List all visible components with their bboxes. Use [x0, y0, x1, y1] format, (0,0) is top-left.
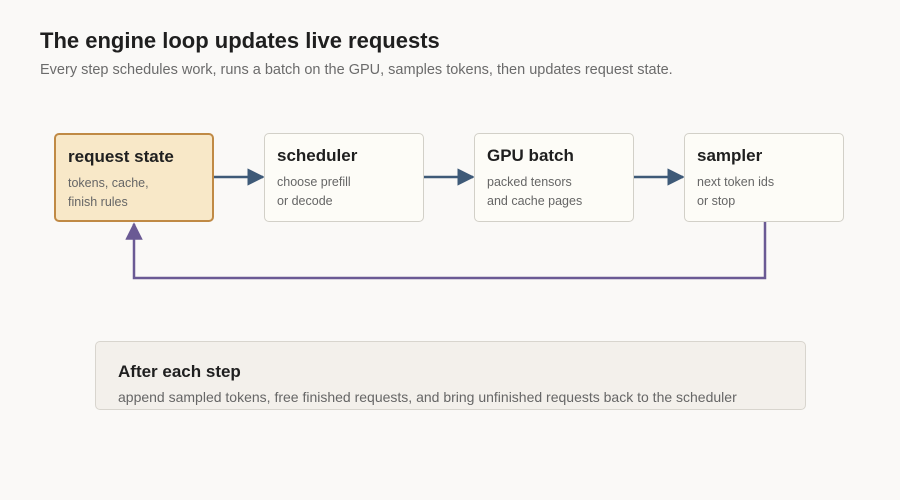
node-detail: next token ids [697, 175, 775, 189]
node-title: request state [68, 147, 174, 166]
summary-text: append sampled tokens, free finished req… [118, 389, 737, 405]
node-title: sampler [697, 146, 763, 165]
node-gpu-batch: GPU batch packed tensors and cache pages [474, 133, 634, 222]
node-detail: choose prefill [277, 175, 351, 189]
summary-box: After each step append sampled tokens, f… [95, 341, 806, 410]
node-scheduler: scheduler choose prefill or decode [264, 133, 424, 222]
loop-arrow-sampler-to-state [125, 222, 767, 280]
node-detail: packed tensors [487, 175, 572, 189]
node-detail: or stop [697, 194, 736, 208]
node-title: scheduler [277, 146, 358, 165]
node-request-state: request state tokens, cache, finish rule… [54, 133, 214, 222]
node-detail: finish rules [68, 195, 128, 209]
diagram-title: The engine loop updates live requests [40, 28, 440, 53]
node-detail: and cache pages [487, 194, 583, 208]
summary-title: After each step [118, 362, 241, 381]
diagram-subtitle: Every step schedules work, runs a batch … [40, 62, 673, 78]
node-detail: or decode [277, 194, 333, 208]
node-detail: tokens, cache, [68, 176, 149, 190]
node-sampler: sampler next token ids or stop [684, 133, 844, 222]
node-title: GPU batch [487, 146, 574, 165]
